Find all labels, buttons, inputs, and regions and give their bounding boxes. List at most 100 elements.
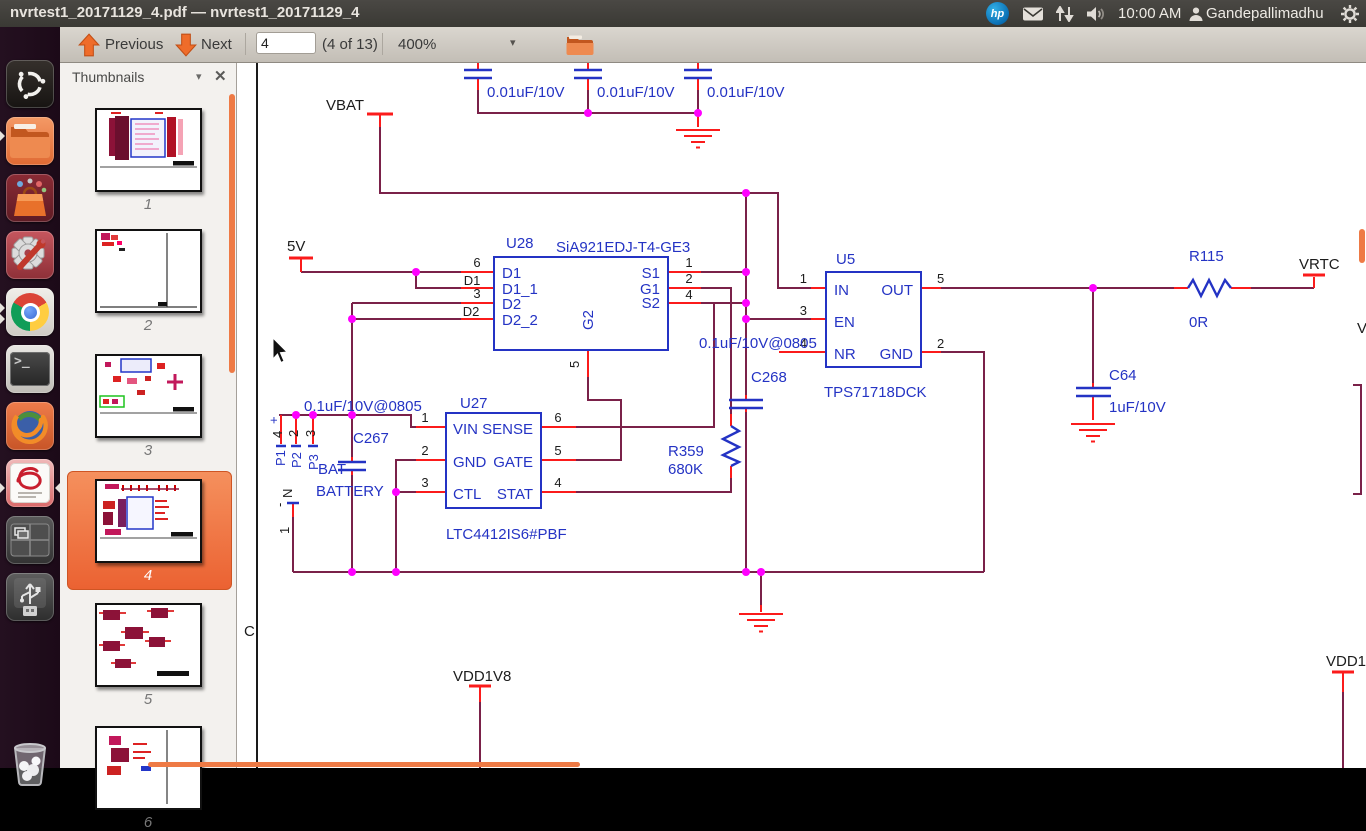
sidebar-close-icon[interactable]: ✕: [214, 68, 227, 85]
u27-pin-ctl: CTL: [453, 486, 481, 503]
mouse-cursor: [272, 336, 289, 364]
previous-button[interactable]: Previous: [105, 36, 164, 53]
thumbnail-label: 1: [143, 196, 153, 213]
network-indicator-icon[interactable]: [1056, 0, 1074, 27]
software-center-icon[interactable]: [6, 174, 54, 222]
u28-pin-number: 3: [473, 286, 480, 301]
mail-indicator-icon[interactable]: [1022, 0, 1044, 27]
page-number-input[interactable]: [256, 32, 316, 54]
u5-pin-number: 4: [800, 336, 807, 351]
u27-pin-number: 5: [554, 443, 561, 458]
u27-symbol: U27 LTC4412IS6#PBF VIN GND CTL SENSE GAT…: [421, 395, 566, 543]
pins-and-power: [280, 63, 1354, 702]
u28-pin-g1: G1: [640, 281, 660, 298]
chrome-icon[interactable]: [6, 288, 54, 336]
next-button[interactable]: Next: [201, 36, 232, 53]
u5-body: [825, 271, 922, 368]
workspace-switcher-icon[interactable]: [6, 516, 54, 564]
document-viewer-icon[interactable]: [6, 459, 54, 507]
u28-pin-number: 4: [685, 287, 692, 302]
u5-part: TPS71718DCK: [824, 384, 927, 401]
r359-ref: R359: [668, 443, 704, 460]
unity-launcher: >_: [0, 27, 60, 786]
u27-ref: U27: [460, 395, 488, 412]
thumbnail-page-5[interactable]: 5: [60, 603, 236, 708]
junction-dots: [292, 109, 1097, 576]
battery-pin-number: 2: [286, 430, 301, 437]
sidebar-scrollbar-thumb[interactable]: [229, 94, 235, 373]
user-icon: [1188, 0, 1204, 27]
u28-symbol: U28 SiA921EDJ-T4-GE3 D1 D1_1 D2 D2_2 S1 …: [463, 235, 693, 368]
u5-pin-number: 5: [937, 271, 944, 286]
u5-pin-out: OUT: [881, 282, 913, 299]
u28-pin-number: 6: [473, 255, 480, 270]
c64-value: 1uF/10V: [1109, 399, 1166, 416]
u5-ref: U5: [836, 251, 855, 268]
u28-part: SiA921EDJ-T4-GE3: [556, 239, 690, 256]
bat-label: BAT: [318, 461, 346, 478]
u27-body: [445, 412, 542, 509]
cap-value-label: 0.01uF/10V: [597, 84, 675, 101]
u28-pin-s1: S1: [642, 265, 660, 282]
user-name: Gandepallimadhu: [1206, 5, 1324, 22]
c268-ref: C268: [751, 369, 787, 386]
u28-body: [493, 256, 669, 351]
previous-arrow-icon[interactable]: [76, 32, 102, 58]
vrtc-flag-label: VRTC: [1299, 256, 1340, 273]
horizontal-scrollbar-thumb[interactable]: [148, 762, 580, 767]
firefox-icon[interactable]: [6, 402, 54, 450]
zoom-level-value[interactable]: 400%: [398, 36, 437, 53]
user-menu[interactable]: Gandepallimadhu: [1206, 0, 1324, 27]
files-icon[interactable]: [6, 117, 54, 165]
cap-value-label: 0.01uF/10V: [707, 84, 785, 101]
u27-pin-number: 6: [554, 410, 561, 425]
sidebar-title[interactable]: Thumbnails: [72, 69, 145, 85]
battery-pin-number: 3: [303, 430, 318, 437]
wires: [279, 90, 1362, 768]
thumbnail-page-2[interactable]: 2: [60, 229, 236, 334]
u28-pin-number: 5: [567, 361, 582, 368]
u5-pin-number: 1: [800, 271, 807, 286]
thumbnail-page-3[interactable]: 3: [60, 354, 236, 459]
partial-net-label: V: [1357, 320, 1366, 337]
usb-drive-icon[interactable]: [6, 573, 54, 621]
thumbnail-label: 6: [143, 814, 153, 831]
trash-icon[interactable]: [6, 739, 54, 787]
vdd1v8-flag-label: VDD1V8: [453, 668, 511, 685]
r115-value: 0R: [1189, 314, 1208, 331]
clock-indicator[interactable]: 10:00 AM: [1118, 0, 1181, 27]
open-folder-icon[interactable]: [565, 33, 595, 57]
u5-pin-nr: NR: [834, 346, 856, 363]
u28-pin-number: 2: [685, 271, 692, 286]
battery-connector: BAT BATTERY + 4 2 3 P1 P2 P3 N - 1: [266, 416, 384, 534]
u27-pin-vin: VIN: [453, 421, 478, 438]
system-settings-icon[interactable]: [6, 231, 54, 279]
c268-value: 0.1uF/10V@0805: [699, 335, 817, 352]
u28-pin-g2: G2: [580, 310, 597, 330]
u28-pin-s2: S2: [642, 295, 660, 312]
session-gear-icon[interactable]: [1340, 0, 1360, 27]
sheet-row-label: C: [244, 623, 255, 640]
u28-pin-number: 1: [685, 255, 692, 270]
battery-minus: -: [272, 503, 287, 507]
thumbnail-page-6[interactable]: 6: [60, 726, 236, 831]
vertical-scrollbar-thumb[interactable]: [1359, 229, 1365, 263]
thumbnail-page-1[interactable]: 1: [60, 108, 236, 213]
thumbnail-page-4[interactable]: 4: [60, 479, 236, 584]
terminal-icon[interactable]: >_: [6, 345, 54, 393]
volume-indicator-icon[interactable]: [1086, 0, 1108, 27]
next-arrow-icon[interactable]: [173, 32, 199, 58]
sidebar-dropdown-icon[interactable]: ▾: [196, 71, 202, 83]
toolbar: Previous Next (4 of 13) 400% ▾: [60, 27, 1366, 63]
net-label-d1: D1: [464, 273, 481, 288]
battery-pin-number: 1: [277, 527, 292, 534]
hp-logo-icon: hp: [986, 0, 1009, 27]
u28-pin-d1: D1: [502, 265, 521, 282]
running-indicator: [0, 314, 5, 324]
toolbar-separator: [382, 33, 383, 55]
document-view[interactable]: C: [237, 63, 1366, 768]
sidebar-header: Thumbnails ▾ ✕: [60, 63, 236, 93]
zoom-dropdown-icon[interactable]: ▾: [510, 37, 516, 49]
focused-indicator: [55, 483, 60, 493]
dash-home-icon[interactable]: [6, 60, 54, 108]
